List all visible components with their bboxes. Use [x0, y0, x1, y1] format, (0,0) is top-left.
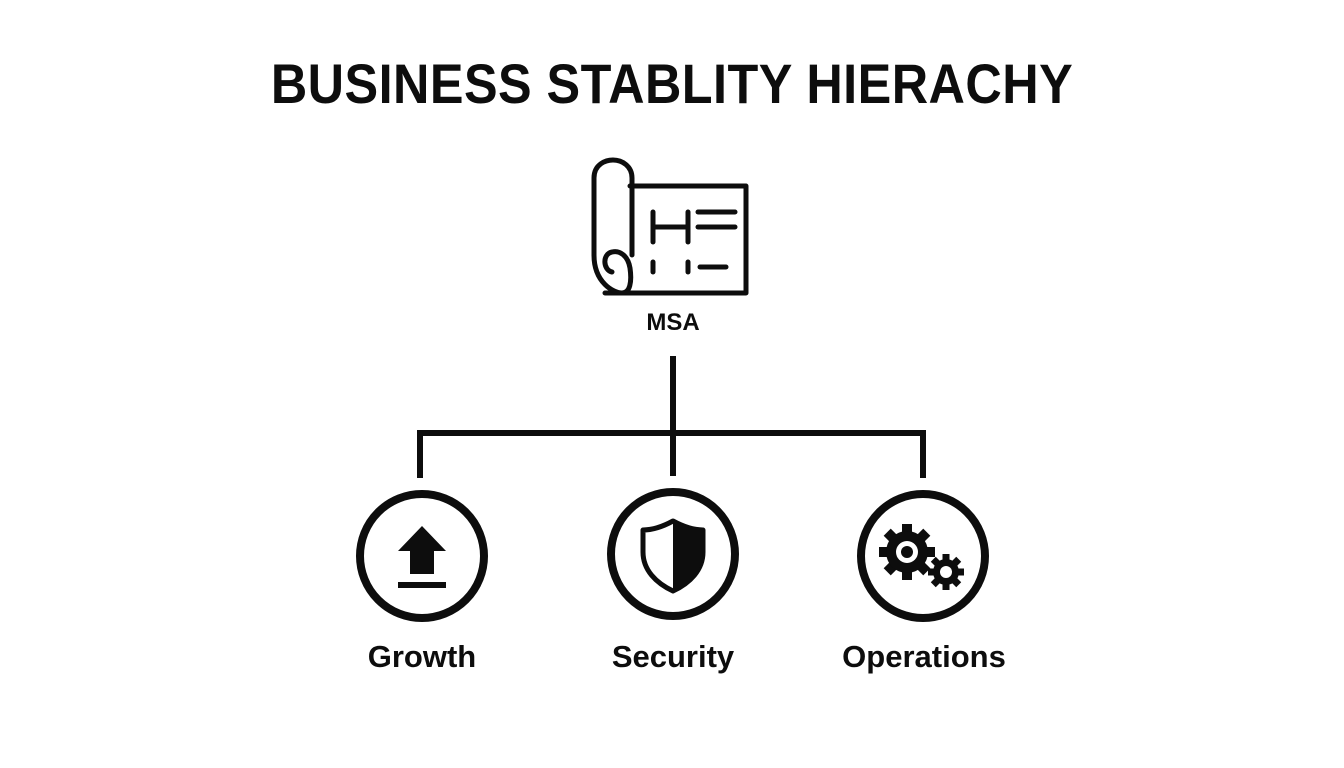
security-label: Security: [611, 639, 735, 674]
security-node: [607, 488, 739, 620]
upload-arrow-icon: [398, 526, 446, 588]
operations-node: [857, 490, 989, 622]
blueprint-document-icon: [591, 157, 749, 296]
page-title: BUSINESS STABLITY HIERACHY: [270, 52, 1074, 115]
growth-node: [356, 490, 488, 622]
shield-icon: [640, 518, 706, 594]
operations-label: Operations: [842, 639, 1006, 674]
growth-label: Growth: [367, 639, 477, 674]
connector-lines: [417, 356, 926, 478]
root-node-label: MSA: [646, 309, 700, 336]
